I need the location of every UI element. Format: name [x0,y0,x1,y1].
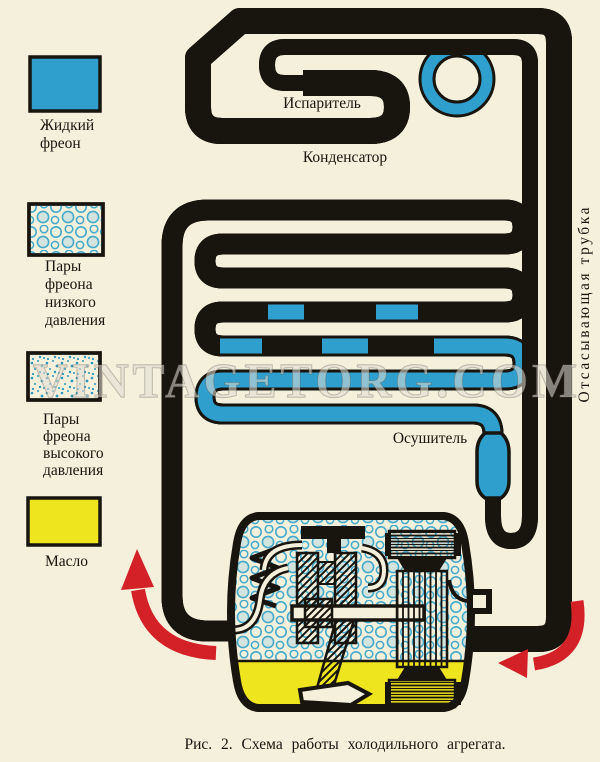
legend-swatch-oil [26,496,102,547]
electrical-terminal [447,579,492,614]
legend-label-liquid-freon-line2: фреон [40,135,81,152]
flow-arrow-left [121,549,217,660]
legend-swatch-low-pressure-vapor [27,202,105,257]
rotor [395,569,449,669]
stator-bottom [387,678,457,709]
compressor-unit [227,512,492,712]
legend: Жидкий фреон Пары фреона низкого давлени… [26,55,105,570]
compressor-mechanism [232,526,426,708]
legend-label-lp-line1: Пары [45,258,82,275]
figure-caption: Рис. 2. Схема работы холодильного агрега… [185,736,506,753]
legend-label-hp-line2: фреона [43,428,91,445]
flow-arrow-left-head [121,549,154,590]
legend-label-liquid-freon-line1: Жидкий [40,117,94,134]
cylinder-head-cap [301,526,365,539]
crank-hub [303,597,334,629]
capillary-and-liquid-line [258,39,538,550]
dryer-bulge [475,431,511,500]
legend-label-lp-line3: низкого [45,294,96,311]
legend-label-hp-line1: Пары [43,411,80,428]
flow-arrow-right-head [498,649,528,678]
compressor-shell [227,512,475,712]
flow-arrow-right [498,600,585,678]
oil-pickup-foot [297,680,374,708]
watermark-text: VINTAGETORG.COM [33,353,581,408]
electric-motor [385,529,461,709]
legend-swatch-liquid-freon [28,55,102,113]
stator-top [387,529,457,560]
suspension-spring [249,545,281,609]
legend-label-hp-line4: давления [43,462,103,479]
evaporator-label: Испаритель [283,95,361,112]
legend-swatch-high-pressure-vapor [26,351,102,402]
legend-label-lp-line2: фреона [45,276,93,293]
condenser-label: Конденсатор [303,149,388,166]
piston [317,561,336,585]
legend-label-oil: Масло [45,553,88,570]
suction-and-evaporator-tube [185,8,572,652]
legend-label-hp-line3: высокого [43,445,104,462]
dryer-label: Осушитель [393,430,467,447]
legend-label-lp-line4: давления [45,312,105,329]
